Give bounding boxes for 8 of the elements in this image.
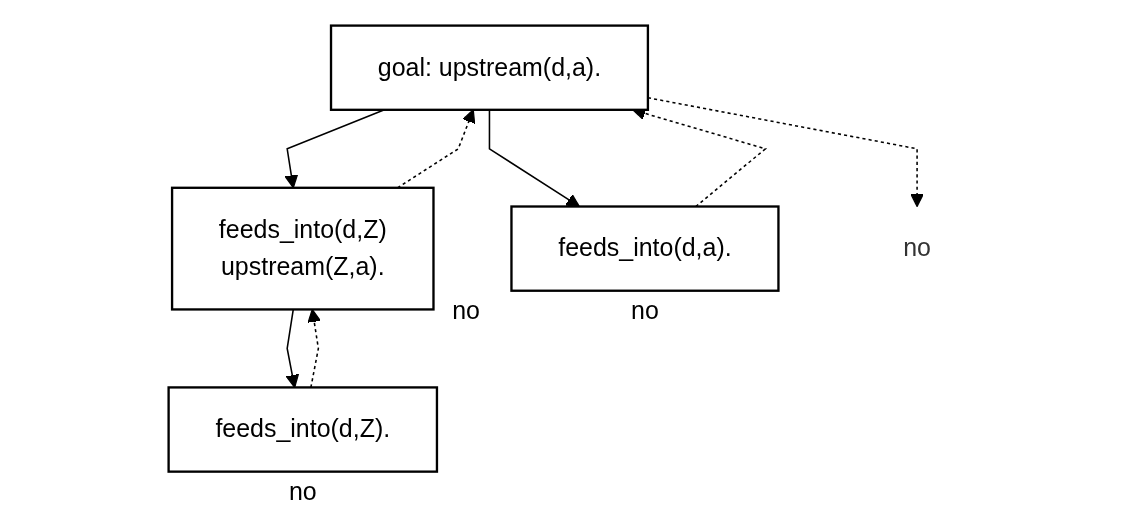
beside-text: no	[630, 295, 659, 324]
node-box: feeds_into(d,Z).	[167, 385, 438, 473]
beside-text: no	[288, 476, 317, 505]
node-box: feeds_into(d,Z) upstream(Z,a).	[170, 186, 435, 311]
node-box: goal: upstream(d,a).	[329, 23, 649, 111]
node-box: feeds_into(d,a).	[510, 204, 780, 292]
node-text: no	[903, 234, 931, 261]
beside-text: no	[452, 295, 480, 324]
